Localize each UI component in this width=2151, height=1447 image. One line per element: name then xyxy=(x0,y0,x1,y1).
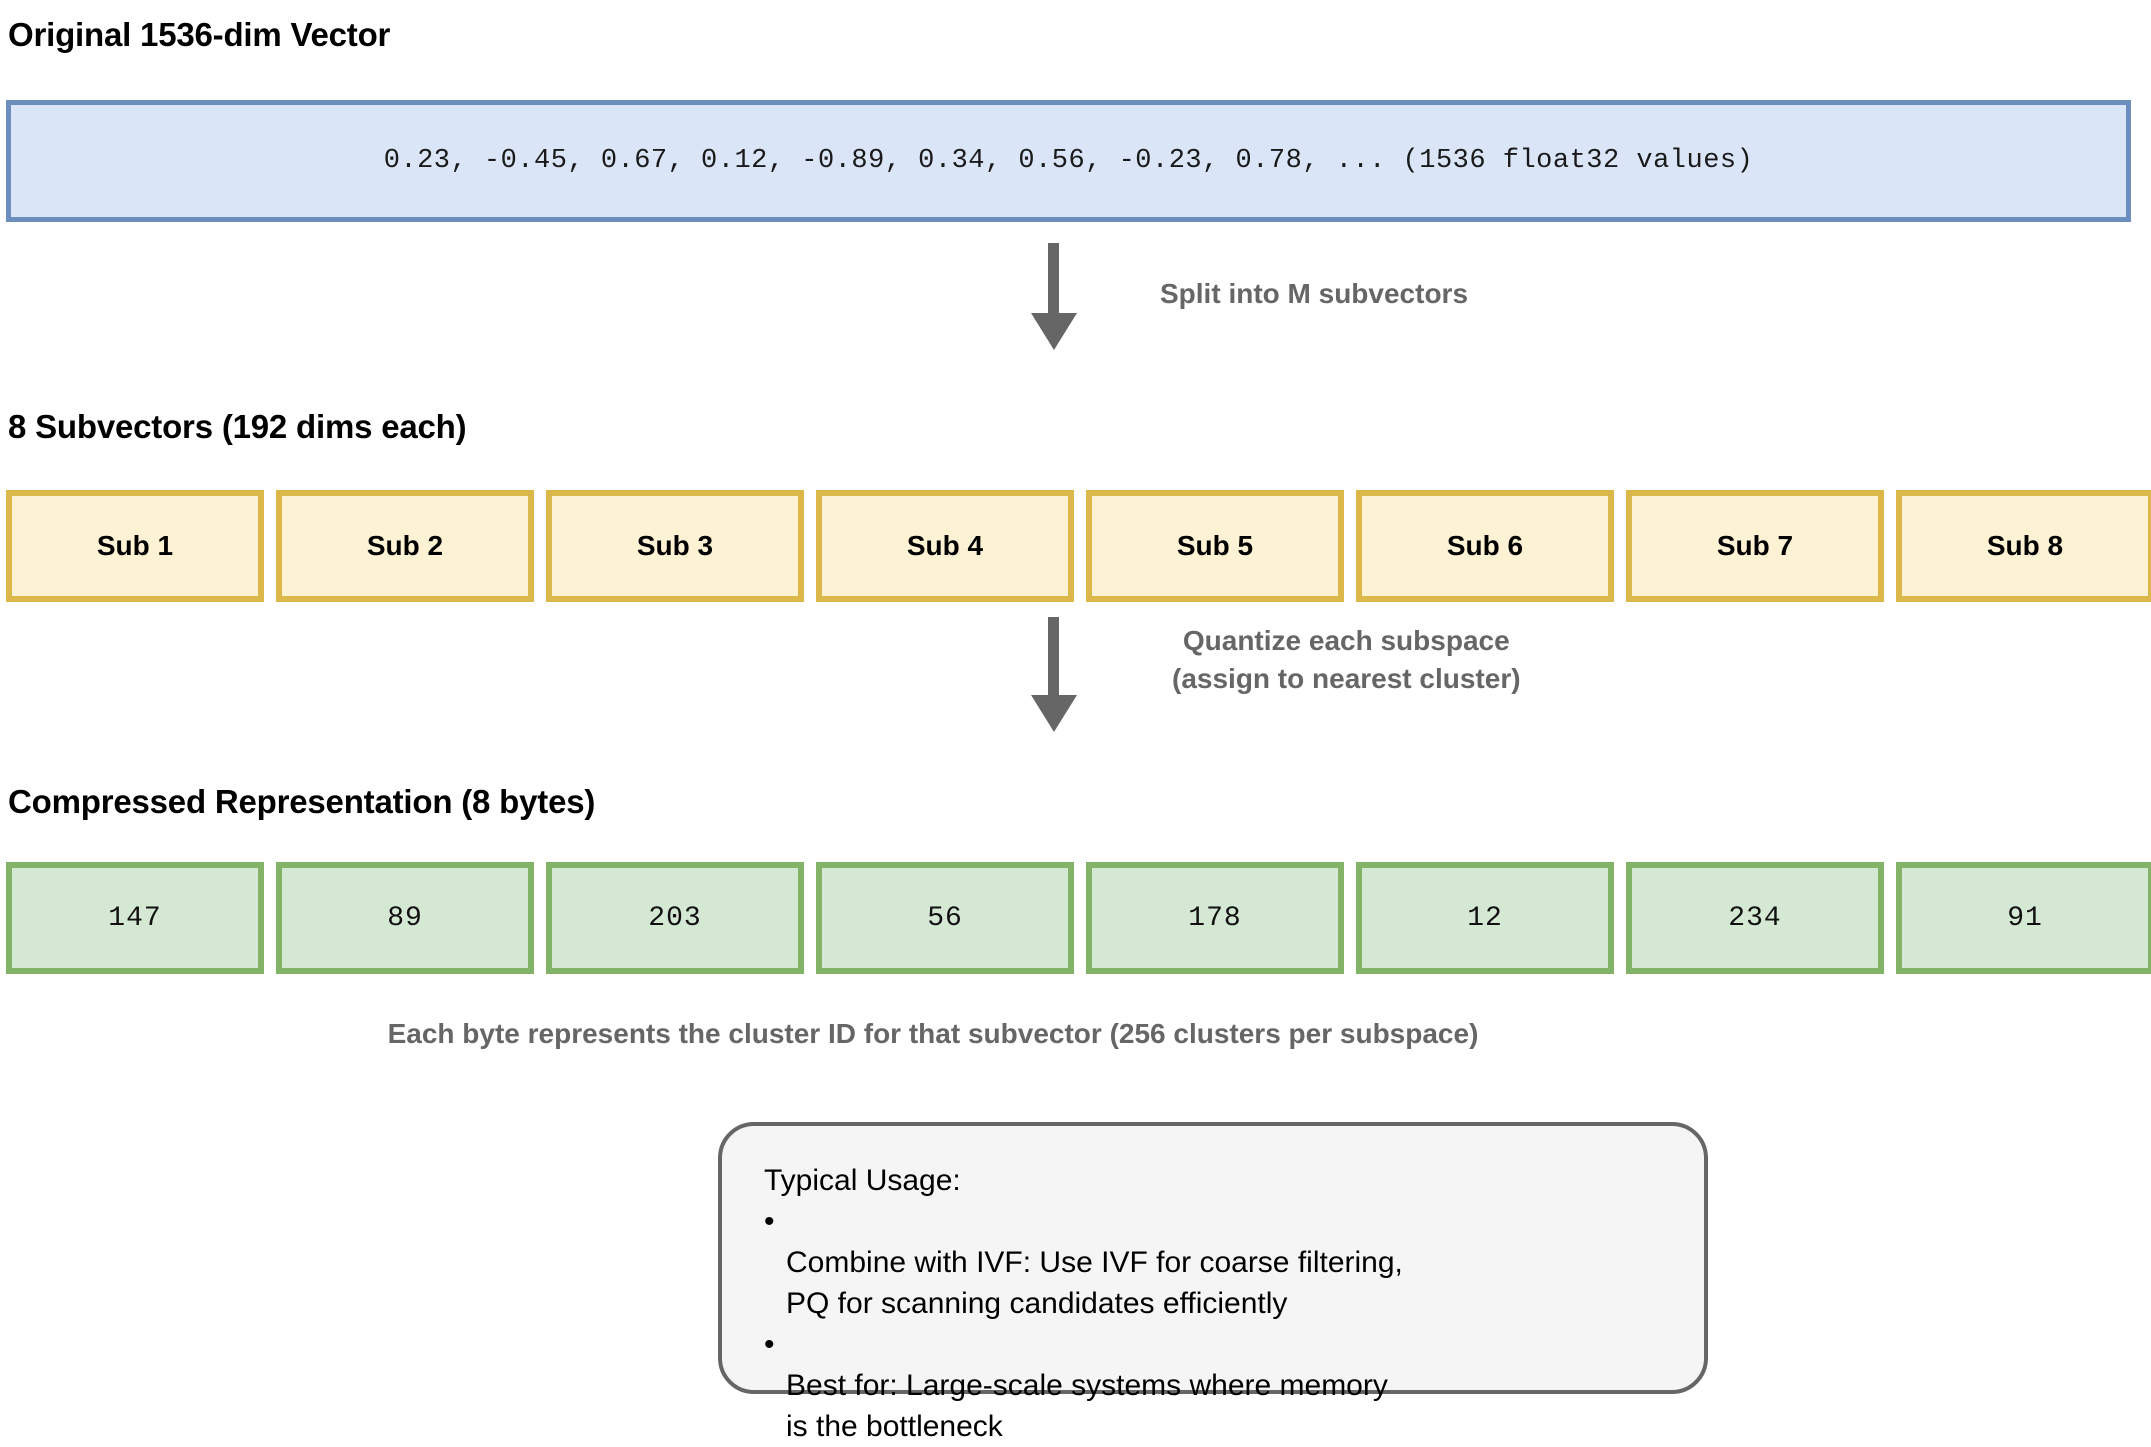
subvector-label: Sub 5 xyxy=(1176,530,1254,561)
byte-box: 147 xyxy=(6,862,264,974)
compressed-byte-row: 147 89 203 56 178 12 234 91 xyxy=(6,862,2151,974)
original-vector-box: 0.23, -0.45, 0.67, 0.12, -0.89, 0.34, 0.… xyxy=(6,100,2131,222)
subvector-row: Sub 1 Sub 2 Sub 3 Sub 4 Sub 5 Sub 6 Sub … xyxy=(6,490,2151,602)
usage-note-list: • Combine with IVF: Use IVF for coarse fi… xyxy=(764,1201,1704,1447)
byte-box: 89 xyxy=(276,862,534,974)
subvector-label: Sub 3 xyxy=(636,530,714,561)
byte-value: 203 xyxy=(648,902,702,934)
byte-box: 91 xyxy=(1896,862,2151,974)
quantize-arrow-label: Quantize each subspace (assign to neares… xyxy=(1172,625,1521,694)
arrow-head xyxy=(1031,695,1077,732)
bullet-icon: • xyxy=(764,1205,775,1238)
subvector-label: Sub 6 xyxy=(1446,530,1524,561)
usage-note-item: • Combine with IVF: Use IVF for coarse fi… xyxy=(764,1201,1704,1324)
compressed-caption: Each byte represents the cluster ID for … xyxy=(387,1018,1479,1049)
subvector-label: Sub 2 xyxy=(366,530,444,561)
original-vector-values: 0.23, -0.45, 0.67, 0.12, -0.89, 0.34, 0.… xyxy=(383,146,1754,176)
byte-value: 12 xyxy=(1467,902,1503,934)
compressed-heading: Compressed Representation (8 bytes) xyxy=(8,783,596,820)
typical-usage-note: Typical Usage: • Combine with IVF: Use IV… xyxy=(718,1122,1708,1443)
bullet-icon: • xyxy=(764,1328,775,1361)
diagram-canvas: Original 1536-dim Vector 0.23, -0.45, 0.… xyxy=(6,16,2151,1443)
byte-box: 56 xyxy=(816,862,1074,974)
original-vector-heading: Original 1536-dim Vector xyxy=(8,16,391,53)
subvector-box: Sub 3 xyxy=(546,490,804,602)
byte-value: 56 xyxy=(927,902,963,934)
subvector-box: Sub 5 xyxy=(1086,490,1344,602)
subvector-box: Sub 6 xyxy=(1356,490,1614,602)
byte-value: 147 xyxy=(108,902,162,934)
arrow-shaft xyxy=(1048,617,1059,699)
subvector-label: Sub 4 xyxy=(906,530,984,561)
byte-box: 203 xyxy=(546,862,804,974)
byte-value: 234 xyxy=(1728,902,1782,934)
quantize-arrow-icon xyxy=(1031,617,1077,735)
subvector-box: Sub 7 xyxy=(1626,490,1884,602)
split-arrow-label: Split into M subvectors xyxy=(1160,278,1469,309)
usage-note-item: • Best for: Large-scale systems where mem… xyxy=(764,1324,1704,1447)
subvector-box: Sub 8 xyxy=(1896,490,2151,602)
arrow-shaft xyxy=(1048,243,1059,318)
byte-value: 178 xyxy=(1188,902,1242,934)
subvector-label: Sub 7 xyxy=(1716,530,1794,561)
byte-value: 89 xyxy=(387,902,423,934)
byte-box: 178 xyxy=(1086,862,1344,974)
split-arrow-icon xyxy=(1031,243,1077,353)
subvector-box: Sub 1 xyxy=(6,490,264,602)
usage-note-item-text: Best for: Large-scale systems where memo… xyxy=(786,1369,1388,1443)
subvectors-heading: 8 Subvectors (192 dims each) xyxy=(8,408,467,445)
arrow-head xyxy=(1031,313,1077,350)
usage-note-title: Typical Usage: xyxy=(764,1164,961,1197)
subvector-box: Sub 2 xyxy=(276,490,534,602)
subvector-box: Sub 4 xyxy=(816,490,1074,602)
byte-box: 12 xyxy=(1356,862,1614,974)
byte-value: 91 xyxy=(2007,902,2043,934)
usage-note-item-text: Combine with IVF: Use IVF for coarse fil… xyxy=(786,1246,1403,1320)
subvector-label: Sub 8 xyxy=(1986,530,2064,561)
byte-box: 234 xyxy=(1626,862,1884,974)
subvector-label: Sub 1 xyxy=(96,530,174,561)
